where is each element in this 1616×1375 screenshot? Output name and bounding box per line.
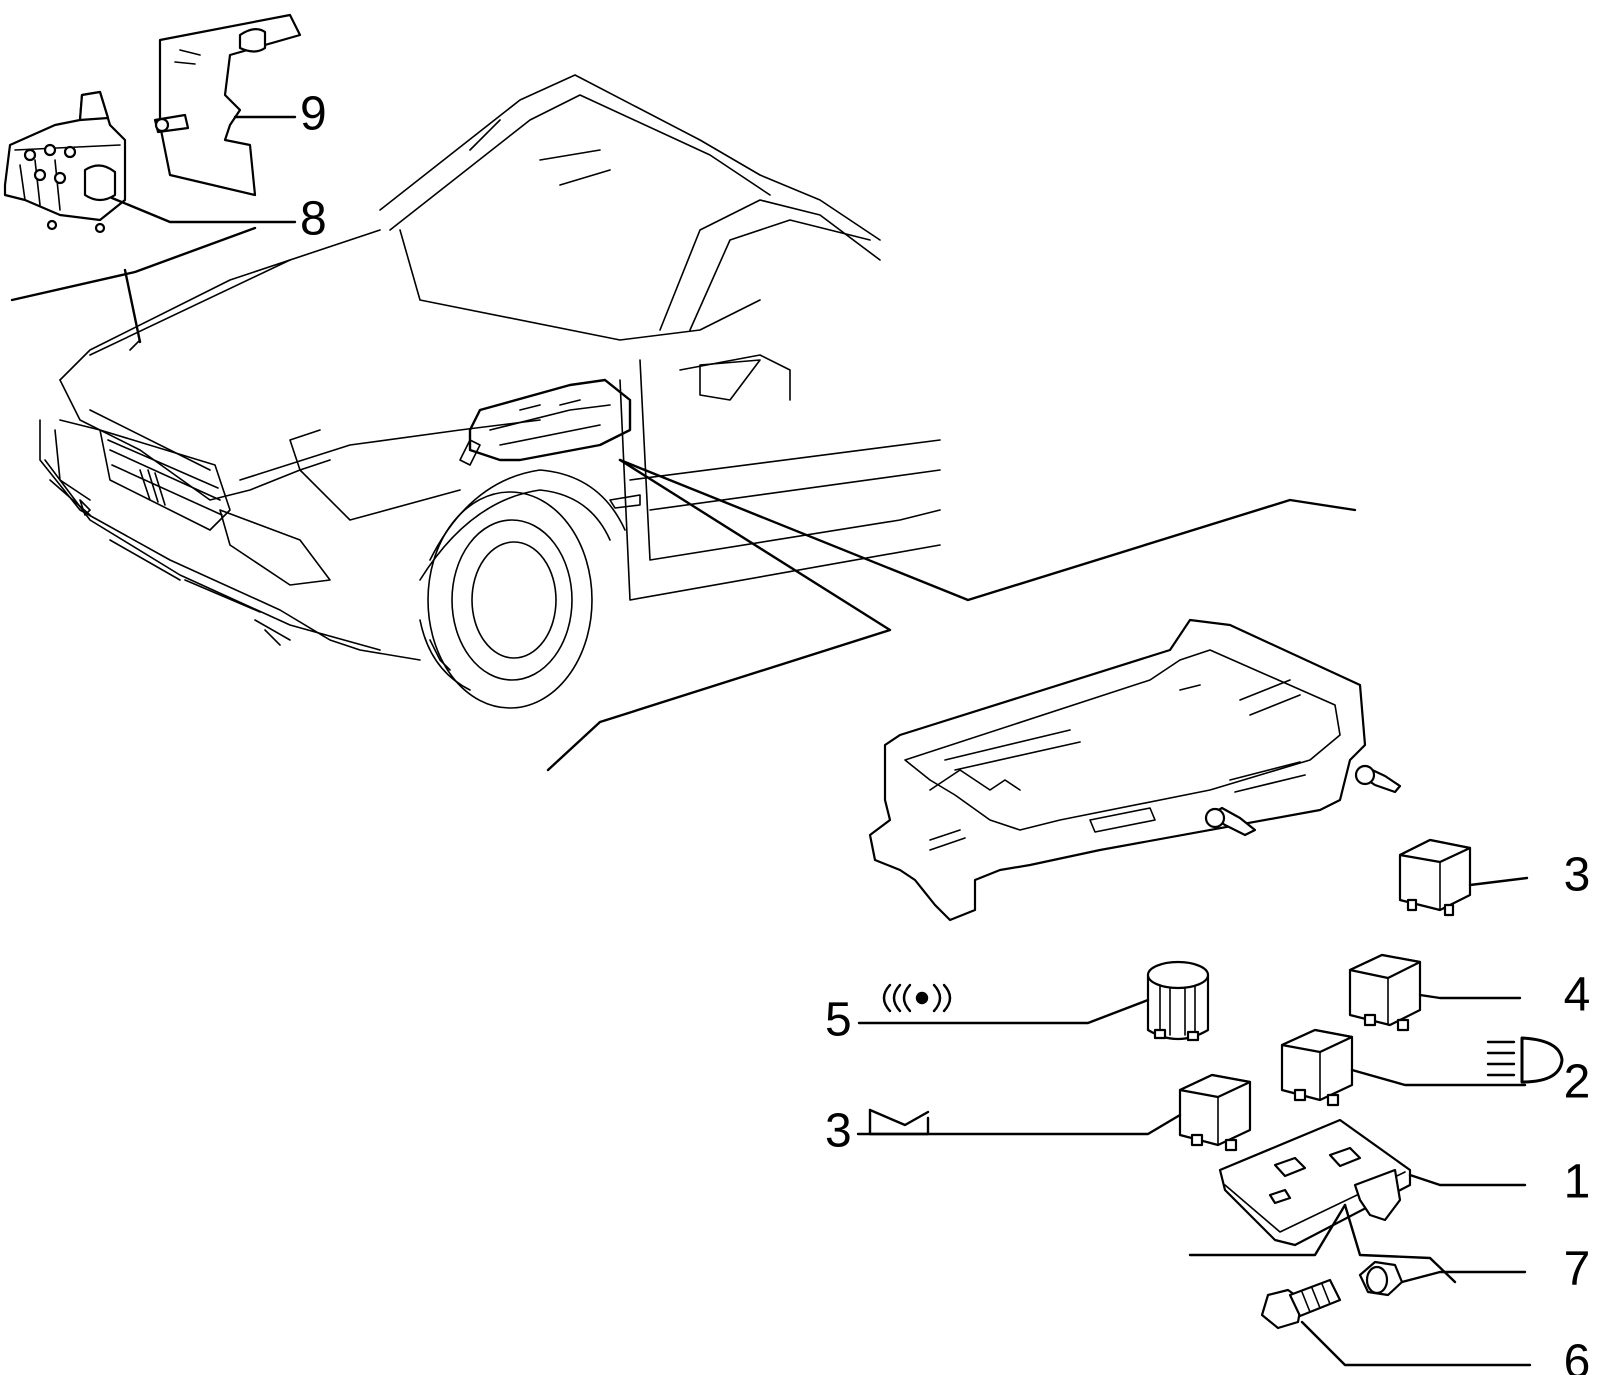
label-8: 8 <box>300 193 327 246</box>
bracket-leader-lines <box>10 226 1357 772</box>
callout-leader-lines <box>110 115 1532 1367</box>
part-9-bracket <box>153 13 302 197</box>
part-7-nut <box>1358 1260 1404 1297</box>
part-1-mounting-plate <box>1218 1118 1412 1247</box>
label-5: 5 <box>825 994 852 1047</box>
label-9: 9 <box>300 88 327 141</box>
sound-signal-icon <box>882 983 952 1013</box>
part-3-relay-low <box>1178 1073 1252 1152</box>
part-8-fuse-block <box>3 90 127 234</box>
label-4: 4 <box>1564 969 1591 1022</box>
label-6: 6 <box>1564 1336 1591 1375</box>
part-6-bolt <box>1260 1278 1342 1330</box>
part-5-buzzer-relay <box>1146 960 1210 1042</box>
headlight-icon <box>1486 1036 1564 1084</box>
label-3-top: 3 <box>1564 849 1591 902</box>
relay-carrier-bracket <box>868 618 1402 922</box>
part-4-relay <box>1348 953 1422 1032</box>
heated-rear-window-icon <box>868 1108 930 1136</box>
part-2-relay <box>1280 1028 1354 1107</box>
label-1: 1 <box>1564 1156 1591 1209</box>
label-2: 2 <box>1564 1056 1591 1109</box>
part-3-relay-top <box>1398 838 1472 917</box>
label-3-low: 3 <box>825 1105 852 1158</box>
label-7: 7 <box>1564 1243 1591 1296</box>
car-body-outline <box>39 74 941 709</box>
